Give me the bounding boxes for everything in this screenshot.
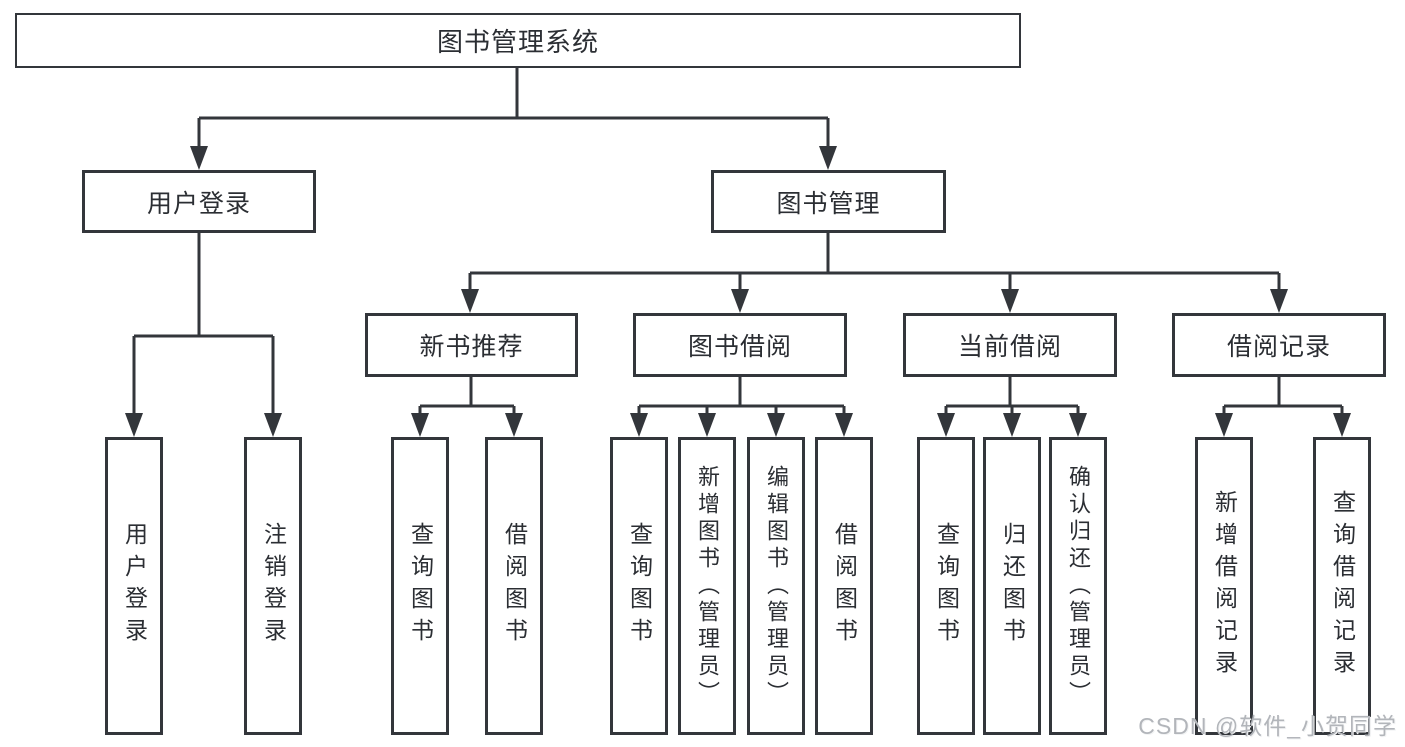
node-leaf-confirm-return-admin: 确认归还（管理员）: [1049, 437, 1107, 735]
node-leaf-label: 注销登录: [260, 522, 287, 650]
node-leaf-add-borrow-record: 新增借阅记录: [1195, 437, 1253, 735]
node-leaf-label: 借阅图书: [501, 522, 528, 650]
node-leaf-label: 借阅图书: [831, 522, 858, 650]
node-leaf-return-book: 归还图书: [983, 437, 1041, 735]
node-leaf-edit-book-admin: 编辑图书（管理员）: [747, 437, 805, 735]
node-leaf-borrow-book-1: 借阅图书: [485, 437, 543, 735]
node-leaf-logout: 注销登录: [244, 437, 302, 735]
csdn-watermark: CSDN @软件_小贺同学: [1138, 713, 1397, 739]
node-leaf-query-book-2: 查询图书: [610, 437, 668, 735]
node-book-management: 图书管理: [711, 170, 946, 233]
node-leaf-label: 用户登录: [121, 522, 148, 650]
node-book-borrowing: 图书借阅: [633, 313, 847, 377]
node-leaf-label: 查询图书: [626, 522, 653, 650]
node-leaf-add-book-admin: 新增图书（管理员）: [678, 437, 736, 735]
node-leaf-label: 查询图书: [933, 522, 960, 650]
node-leaf-label: 查询借阅记录: [1329, 490, 1356, 682]
node-borrow-records: 借阅记录: [1172, 313, 1386, 377]
node-leaf-query-book-1: 查询图书: [391, 437, 449, 735]
node-leaf-label: 归还图书: [999, 522, 1026, 650]
node-leaf-label: 确认归还（管理员）: [1066, 464, 1091, 708]
node-leaf-query-book-3: 查询图书: [917, 437, 975, 735]
node-new-book-recommend: 新书推荐: [365, 313, 578, 377]
node-user-login: 用户登录: [82, 170, 316, 233]
node-leaf-user-login: 用户登录: [105, 437, 163, 735]
arrowheads: [125, 146, 1351, 437]
node-leaf-label: 编辑图书（管理员）: [764, 464, 789, 708]
node-leaf-label: 查询图书: [407, 522, 434, 650]
node-current-borrowing: 当前借阅: [903, 313, 1117, 377]
node-leaf-label: 新增图书（管理员）: [695, 464, 720, 708]
node-leaf-label: 新增借阅记录: [1211, 490, 1238, 682]
node-root: 图书管理系统: [15, 13, 1021, 68]
node-leaf-query-borrow-record: 查询借阅记录: [1313, 437, 1371, 735]
node-leaf-borrow-book-2: 借阅图书: [815, 437, 873, 735]
